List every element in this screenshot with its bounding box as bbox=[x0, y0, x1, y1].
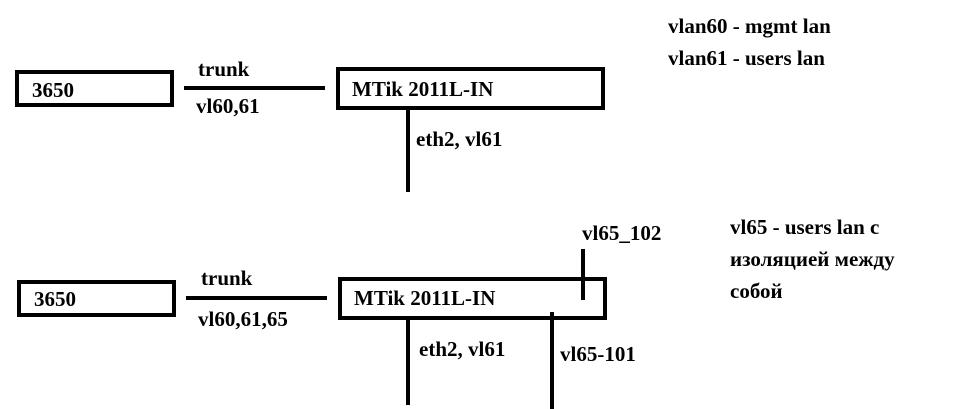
switch-label-1: 3650 bbox=[32, 78, 74, 102]
legend-line-2: vlan61 - users lan bbox=[668, 46, 825, 70]
router-box-2 bbox=[338, 277, 607, 320]
downlink-label-eth2-1: eth2, vl61 bbox=[416, 127, 502, 151]
legend-line-5: собой bbox=[730, 279, 783, 303]
diagram-1: 3650 trunk vl60,61 MTik 2011L-IN eth2, v… bbox=[15, 14, 831, 192]
trunk-vlans-1: vl60,61 bbox=[196, 94, 260, 118]
legend-line-4: изоляцией между bbox=[730, 247, 895, 271]
downlink-label-eth2-2: eth2, vl61 bbox=[419, 337, 505, 361]
downlink-label-vl65-101: vl65-101 bbox=[560, 342, 636, 366]
trunk-vlans-2: vl60,61,65 bbox=[198, 307, 288, 331]
router-label-1: MTik 2011L-IN bbox=[352, 77, 493, 101]
switch-box-1 bbox=[15, 70, 174, 107]
trunk-label-2: trunk bbox=[201, 266, 253, 290]
legend-line-1: vlan60 - mgmt lan bbox=[668, 14, 831, 38]
uplink-label-vl65-102: vl65_102 bbox=[582, 221, 661, 245]
diagram-2: 3650 trunk vl60,61,65 MTik 2011L-IN vl65… bbox=[17, 215, 895, 409]
legend-line-3: vl65 - users lan с bbox=[730, 215, 879, 239]
router-box-1 bbox=[336, 67, 605, 110]
switch-label-2: 3650 bbox=[34, 287, 76, 311]
trunk-label-1: trunk bbox=[198, 57, 250, 81]
router-label-2: MTik 2011L-IN bbox=[354, 286, 495, 310]
switch-box-2 bbox=[17, 280, 176, 317]
